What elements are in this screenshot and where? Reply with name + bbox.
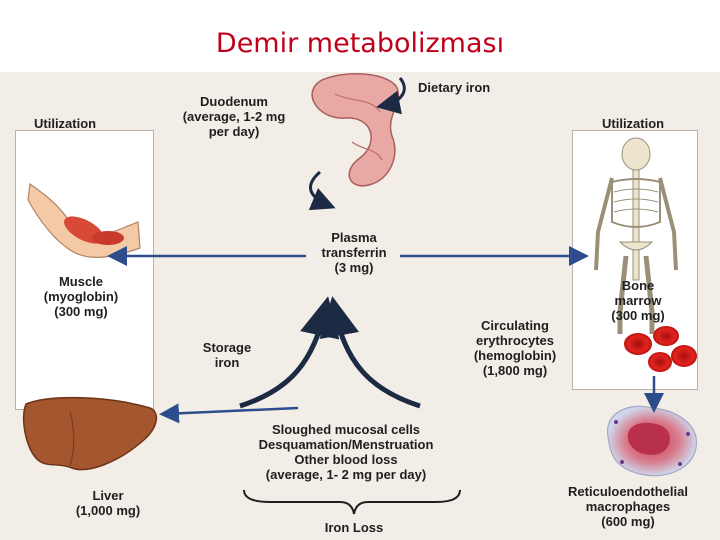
duodenum-to-plasma-arrow xyxy=(308,170,336,211)
utilization-right-label: Utilization xyxy=(602,116,665,131)
liver-illustration xyxy=(22,396,158,471)
erythrocytes-illustration xyxy=(624,326,697,372)
diagram-graphics xyxy=(22,73,697,515)
erythrocytes-to-plasma-arrow xyxy=(319,296,421,409)
macrophage-illustration xyxy=(607,405,697,477)
duodenum-illustration xyxy=(311,73,399,187)
muscle-label: Muscle(myoglobin)(300 mg) xyxy=(43,274,119,319)
liver-label: Liver(1,000 mg) xyxy=(75,488,141,518)
iron-loss-label: Iron Loss xyxy=(324,520,384,535)
utilization-left-label: Utilization xyxy=(34,116,97,131)
page-title: Demir metabolizması xyxy=(215,28,505,59)
iron-loss-brace xyxy=(243,489,461,515)
to-liver-arrow xyxy=(159,403,299,424)
muscle-box xyxy=(15,130,154,410)
skeleton-illustration xyxy=(594,137,678,334)
muscle-illustration xyxy=(27,182,141,258)
dietary-iron-label: Dietary iron xyxy=(418,80,491,95)
dietary-iron-arrow xyxy=(376,77,406,115)
